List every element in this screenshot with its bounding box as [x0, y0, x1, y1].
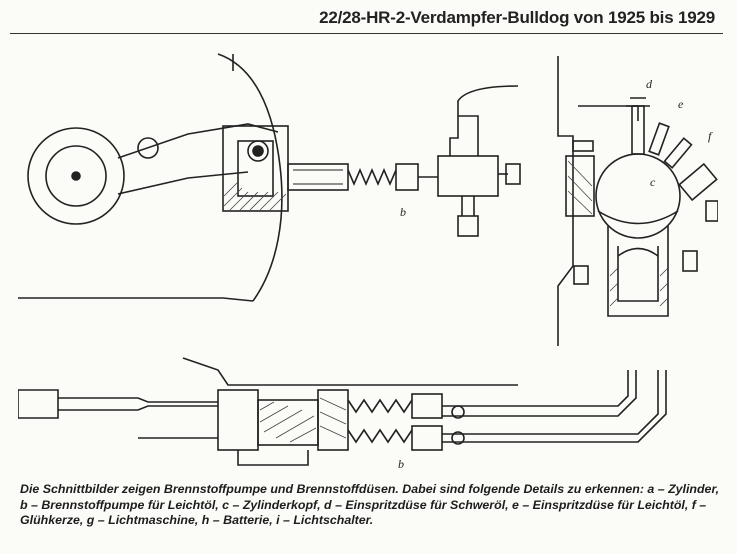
- figure-caption: Die Schnittbilder zeigen Brennstoffpumpe…: [20, 482, 720, 527]
- page-header: 22/28-HR-2-Verdampfer-Bulldog von 1925 b…: [0, 0, 737, 36]
- technical-drawing-bottom: b: [18, 350, 718, 475]
- label-c: c: [650, 175, 656, 189]
- label-e: e: [678, 97, 684, 111]
- header-divider: [10, 33, 723, 34]
- label-f: f: [708, 129, 713, 143]
- technical-drawing-top: b c d e f: [18, 46, 718, 346]
- pump-and-cylinder-head-drawing: b c d e f: [18, 53, 718, 346]
- label-b-bottom: b: [398, 457, 404, 471]
- housing-curve: [217, 53, 283, 302]
- label-d: d: [646, 77, 653, 91]
- label-b-top: b: [400, 205, 406, 219]
- pump-top-view-drawing: b: [18, 357, 667, 471]
- page-title: 22/28-HR-2-Verdampfer-Bulldog von 1925 b…: [319, 8, 715, 27]
